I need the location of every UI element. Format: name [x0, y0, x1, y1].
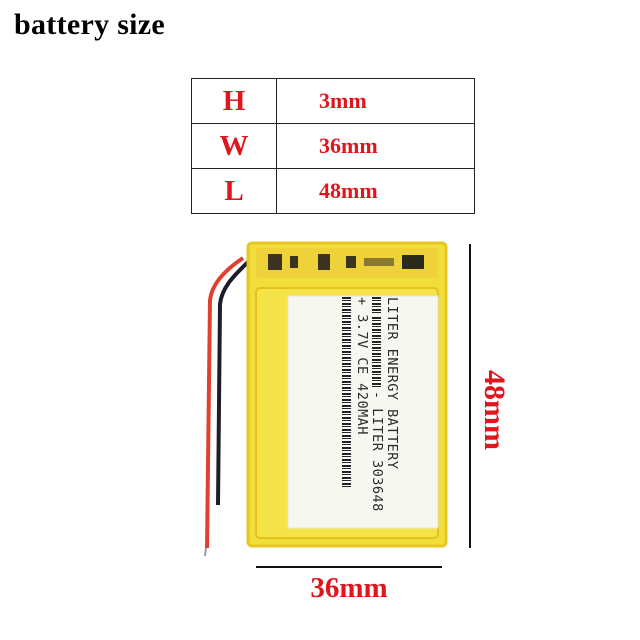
battery-label	[287, 295, 439, 529]
label-line: LITER ENERGY BATTERY	[384, 297, 400, 470]
height-dimension-label: 48mm	[478, 370, 511, 450]
battery-label-text: LITER ENERGY BATTERY - LITER 303648 + 3.…	[339, 297, 400, 527]
table-row: H 3mm	[191, 78, 475, 124]
circuit-chip	[346, 256, 356, 268]
barcode-icon	[372, 317, 382, 387]
width-dimension-label: 36mm	[310, 572, 388, 604]
circuit-chip	[402, 255, 424, 269]
dimension-value-l: 48mm	[276, 168, 475, 214]
barcode-icon	[372, 297, 382, 313]
circuit-chip	[364, 258, 394, 266]
circuit-chip	[290, 256, 298, 268]
label-line: - LITER 303648	[369, 297, 385, 527]
wire-red	[205, 256, 245, 549]
barcode-icon	[342, 297, 352, 487]
dimension-key-w: W	[191, 123, 277, 169]
label-line: + 3.7V CE 420MAH	[354, 297, 370, 527]
wire-black	[216, 260, 250, 506]
dimension-value-h: 3mm	[276, 78, 475, 124]
height-dimension-line	[469, 244, 471, 548]
circuit-chip	[318, 254, 330, 270]
page-heading: battery size	[14, 8, 166, 41]
table-row: L 48mm	[191, 168, 475, 214]
dimension-key-h: H	[191, 78, 277, 124]
wire-tip	[204, 547, 207, 557]
label-line-text: - LITER 303648	[369, 391, 385, 512]
dimensions-table: H 3mm W 36mm L 48mm	[191, 78, 475, 214]
label-line-text: + 3.7V CE 420MAH	[354, 297, 370, 436]
width-dimension-line	[256, 566, 442, 568]
label-line	[339, 297, 354, 527]
dimension-key-l: L	[191, 168, 277, 214]
circuit-chip	[268, 254, 282, 270]
